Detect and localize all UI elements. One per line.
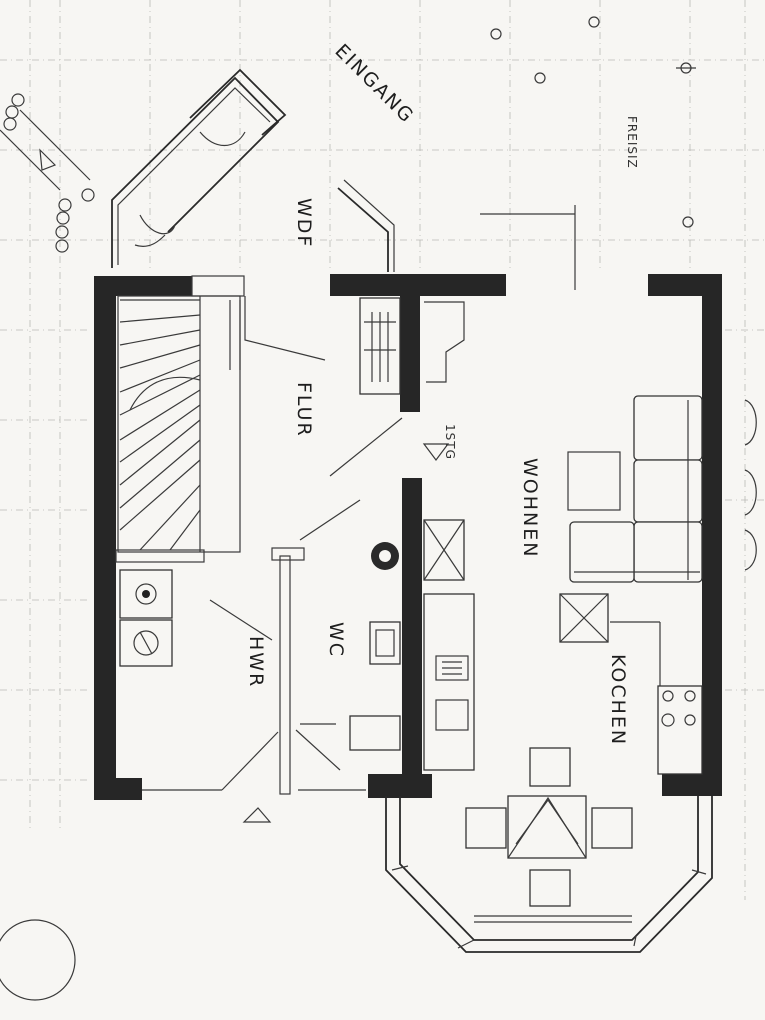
utility-appliances bbox=[119, 569, 173, 667]
site-grid bbox=[0, 0, 765, 900]
site-markers bbox=[480, 16, 757, 571]
kitchen bbox=[423, 593, 703, 775]
label-hwr: HWR bbox=[245, 636, 267, 688]
label-wohnen: WOHNEN bbox=[519, 458, 541, 558]
garden-path bbox=[0, 93, 95, 1001]
label-1stg: 1STG bbox=[443, 424, 457, 460]
interior-walls bbox=[115, 275, 422, 795]
label-wdf: WDF bbox=[293, 198, 315, 248]
stair-arrow bbox=[422, 301, 465, 461]
wc-fixtures bbox=[300, 542, 401, 751]
staircase bbox=[117, 295, 241, 553]
label-freisitz: FREISIZ bbox=[625, 116, 639, 169]
living-cabinets bbox=[423, 519, 661, 690]
dining-table bbox=[465, 747, 633, 907]
label-eingang: EINGANG bbox=[330, 40, 418, 128]
bay-window bbox=[385, 796, 713, 953]
hall-lines bbox=[209, 296, 403, 823]
label-flur: FLUR bbox=[293, 382, 315, 438]
wardrobe bbox=[359, 297, 401, 395]
label-wc: WC bbox=[325, 622, 347, 658]
label-kochen: KOCHEN bbox=[607, 654, 629, 746]
entrance-canopy bbox=[111, 68, 395, 272]
sofa bbox=[567, 395, 703, 583]
